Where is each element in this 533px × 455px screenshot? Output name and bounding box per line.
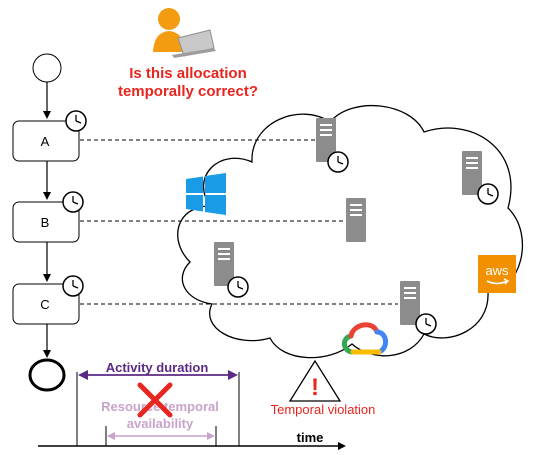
user-icon: [153, 8, 216, 58]
temporal-violation-label: Temporal violation: [271, 402, 376, 417]
end-event: [28, 358, 66, 392]
warning-icon: [288, 359, 342, 402]
question-line-2: temporally correct?: [118, 83, 258, 100]
activity-b: [12, 201, 80, 243]
server-icon: [346, 198, 366, 242]
clock-icon: [65, 110, 87, 132]
windows-logo: [186, 173, 226, 215]
aws-logo-text: aws: [485, 263, 509, 278]
activity-duration-label: Activity duration: [106, 360, 209, 375]
clock-icon: [62, 191, 84, 213]
question-line-1: Is this allocation: [129, 65, 247, 82]
activity-a-label: A: [41, 134, 50, 149]
clock-icon: [62, 275, 84, 297]
aws-logo: aws: [478, 255, 516, 293]
resource-availability-label-2: availability: [127, 416, 194, 431]
warning-symbol: !: [311, 374, 319, 401]
google-cloud-logo: [342, 322, 388, 355]
activity-c-label: C: [40, 297, 49, 312]
activity-a: [12, 120, 80, 162]
activity-b-label: B: [41, 215, 50, 230]
activity-c: [12, 283, 80, 325]
time-axis-label: time: [297, 430, 324, 445]
start-event: [32, 53, 62, 83]
cross-icon: [137, 382, 173, 418]
